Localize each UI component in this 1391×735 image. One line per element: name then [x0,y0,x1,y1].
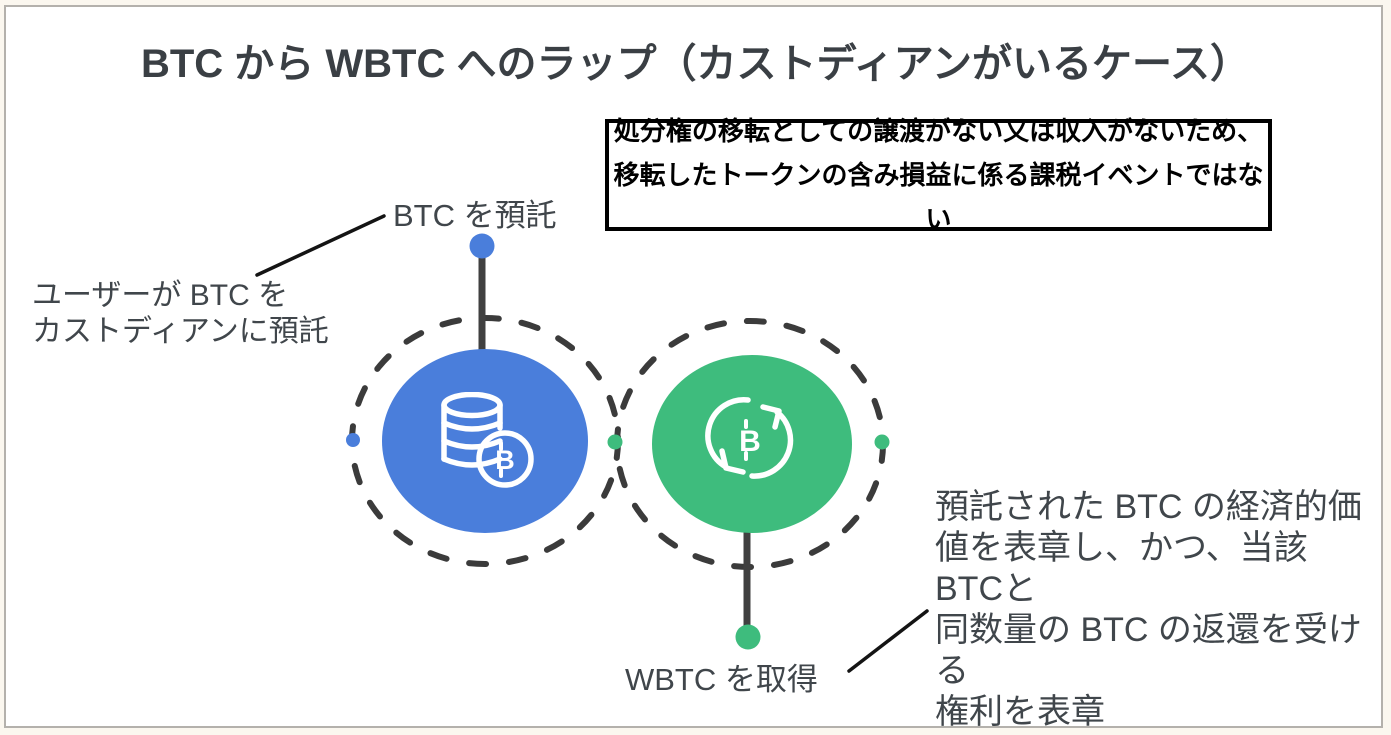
tax-note-box: 処分権の移転としての譲渡がない又は収入がないため、 移転したトークンの含み損益に… [605,116,1272,234]
tax-note-text: 処分権の移転としての譲渡がない又は収入がないため、 移転したトークンの含み損益に… [613,116,1264,234]
receive-pointer-line [847,609,929,673]
page-title: BTC から WBTC へのラップ（カストディアンがいるケース） [140,42,1251,86]
deposit-annotation: ユーザーが BTC を カストディアンに預託 [32,279,329,348]
receive-marker-dot [735,624,761,650]
bitcoin-letter: B [739,425,761,458]
deposit-pointer-line [255,214,386,277]
deposit-step-label: BTC を預託 [393,198,557,233]
bitcoin-letter: B [495,445,515,475]
deposit-marker-dot [469,233,495,259]
wbtc-exchange-circle [652,355,852,533]
orbit-dot-left [346,433,360,447]
receive-annotation: 預託された BTC の経済的価 値を表章し、かつ、当該BTCと 同数量の BTC… [935,488,1362,731]
database-bitcoin-icon: B [441,392,534,488]
orbit-dot-middle [607,434,623,450]
bitcoin-exchange-icon: B [705,397,794,479]
receive-step-label: WBTC を取得 [625,662,818,697]
orbit-dot-right [874,434,890,450]
